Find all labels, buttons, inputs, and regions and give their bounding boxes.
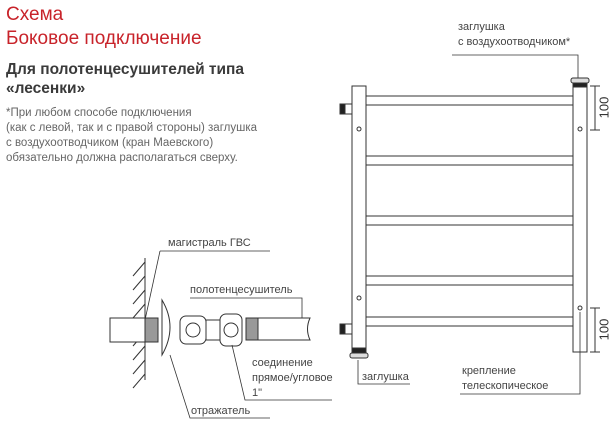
- diagram-subtitle: Боковое подключение: [6, 28, 202, 49]
- note-line: обязательно должна располагаться сверху.: [6, 152, 238, 164]
- plug-label: заглушка: [362, 371, 409, 383]
- diagram-title: Схема: [6, 4, 64, 25]
- type-line-1: Для полотенцесушителей типа: [6, 61, 245, 78]
- dimension-top: 100: [596, 96, 612, 119]
- mount-label: крепление телескопическое: [462, 364, 548, 394]
- towel-dryer-drawing: [339, 77, 600, 359]
- label-line: прямое/угловое: [252, 372, 333, 384]
- leader-lines: [144, 54, 581, 419]
- rungs: [366, 95, 573, 327]
- wall-connection-drawing: [109, 258, 311, 389]
- label-line: телескопическое: [462, 380, 549, 392]
- label-line: с воздухоотводчиком*: [458, 36, 571, 48]
- main-line-label: магистраль ГВС: [168, 237, 251, 249]
- note-line: *При любом способе подключения: [6, 107, 192, 119]
- reflector-label: отражатель: [191, 405, 251, 417]
- dimension-bottom: 100: [596, 318, 612, 341]
- label-line: соединение: [252, 357, 313, 369]
- connection-label: соединение прямое/угловое 1": [252, 356, 333, 401]
- note-line: (как с левой, так и с правой стороны) за…: [6, 122, 258, 134]
- label-line: заглушка: [458, 21, 505, 33]
- air-vent-label: заглушка с воздухоотводчиком*: [458, 20, 570, 50]
- note: *При любом способе подключения (как с ле…: [6, 106, 257, 166]
- note-line: с воздухоотводчиком (кран Маевского): [6, 137, 214, 149]
- type-line-2: «лесенки»: [6, 80, 86, 97]
- label-line: 1": [252, 387, 263, 399]
- wall-hatch: [132, 261, 146, 389]
- towel-dryer-label: полотенцесушитель: [190, 284, 293, 296]
- label-line: крепление: [462, 365, 516, 377]
